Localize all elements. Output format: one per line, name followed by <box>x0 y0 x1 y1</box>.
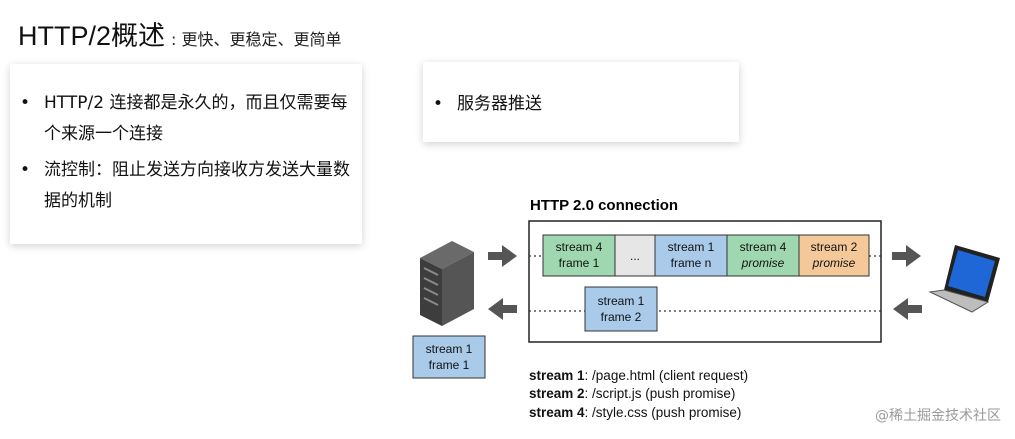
frame-label-2: promise <box>812 256 856 270</box>
frame-label-1: stream 4 <box>556 240 603 254</box>
frame-box: stream 1 frame 2 <box>584 286 658 332</box>
frame-label-1: ... <box>630 249 640 263</box>
features-card: • HTTP/2 连接都是永久的，而且仅需要每个来源一个连接 • 流控制：阻止发送方… <box>10 64 362 244</box>
bullet-text: HTTP/2 连接都是永久的，而且仅需要每个来源一个连接 <box>44 93 348 144</box>
list-item: • 流控制：阻止发送方向接收方发送大量数据的机制 <box>10 155 362 217</box>
frame-label-1: stream 1 <box>668 240 715 254</box>
frame-label-1: stream 1 <box>426 342 473 356</box>
legend-label: stream 4 <box>529 405 585 420</box>
server-push-list: • 服务器推送 <box>423 89 739 120</box>
frame-box: stream 1 frame 1 <box>412 335 486 379</box>
frame-box: stream 4 promise <box>726 234 800 277</box>
top-frames: stream 4 frame 1 ... stream 1 frame n st… <box>542 234 870 277</box>
frame-label-2: frame n <box>671 256 712 270</box>
frame-label-1: stream 2 <box>811 240 858 254</box>
frame-label-1: stream 1 <box>598 294 645 308</box>
arrow-left-icon <box>488 298 517 320</box>
watermark: @稀土掘金技术社区 <box>875 408 1001 424</box>
frame-label-1: stream 4 <box>740 240 787 254</box>
legend-label: stream 1 <box>529 368 585 383</box>
frame-box: stream 2 promise <box>798 234 870 277</box>
frame-label-2: frame 1 <box>429 358 470 372</box>
legend: stream 1: /page.html (client request) st… <box>529 368 748 420</box>
legend-text: : /page.html (client request) <box>585 368 749 383</box>
page-title: HTTP/2概述 : 更快、更稳定、更简单 <box>18 14 342 53</box>
features-list: • HTTP/2 连接都是永久的，而且仅需要每个来源一个连接 • 流控制：阻止发送方… <box>10 88 362 217</box>
frame-box: stream 4 frame 1 <box>542 234 616 277</box>
title-subtitle: : 更快、更稳定、更简单 <box>171 30 342 49</box>
frame-label-2: frame 2 <box>601 310 642 324</box>
bullet-icon: • <box>20 93 31 113</box>
server-push-card: • 服务器推送 <box>423 62 739 142</box>
bullet-icon: • <box>20 160 31 180</box>
legend-label: stream 2 <box>529 386 585 401</box>
connection-title: HTTP 2.0 connection <box>530 197 678 214</box>
bullet-text: 流控制：阻止发送方向接收方发送大量数据的机制 <box>44 160 350 211</box>
laptop-icon <box>928 245 1000 313</box>
frame-box: ... <box>614 234 656 277</box>
bullet-text: 服务器推送 <box>457 94 542 114</box>
legend-text: : /style.css (push promise) <box>585 405 742 420</box>
arrow-left-icon <box>893 298 922 320</box>
server-icon <box>420 241 474 326</box>
title-main: HTTP/2概述 <box>18 21 166 51</box>
bullet-icon: • <box>433 94 444 114</box>
legend-item: stream 2: /script.js (push promise) <box>529 386 735 401</box>
legend-item: stream 1: /page.html (client request) <box>529 368 748 383</box>
legend-text: : /script.js (push promise) <box>585 386 736 401</box>
list-item: • HTTP/2 连接都是永久的，而且仅需要每个来源一个连接 <box>10 88 362 150</box>
legend-item: stream 4: /style.css (push promise) <box>529 405 741 420</box>
frame-box: stream 1 frame n <box>654 234 728 277</box>
arrow-right-icon <box>488 245 517 267</box>
frame-label-2: frame 1 <box>559 256 600 270</box>
frame-label-2: promise <box>741 256 785 270</box>
arrow-right-icon <box>892 245 921 267</box>
list-item: • 服务器推送 <box>423 89 739 120</box>
